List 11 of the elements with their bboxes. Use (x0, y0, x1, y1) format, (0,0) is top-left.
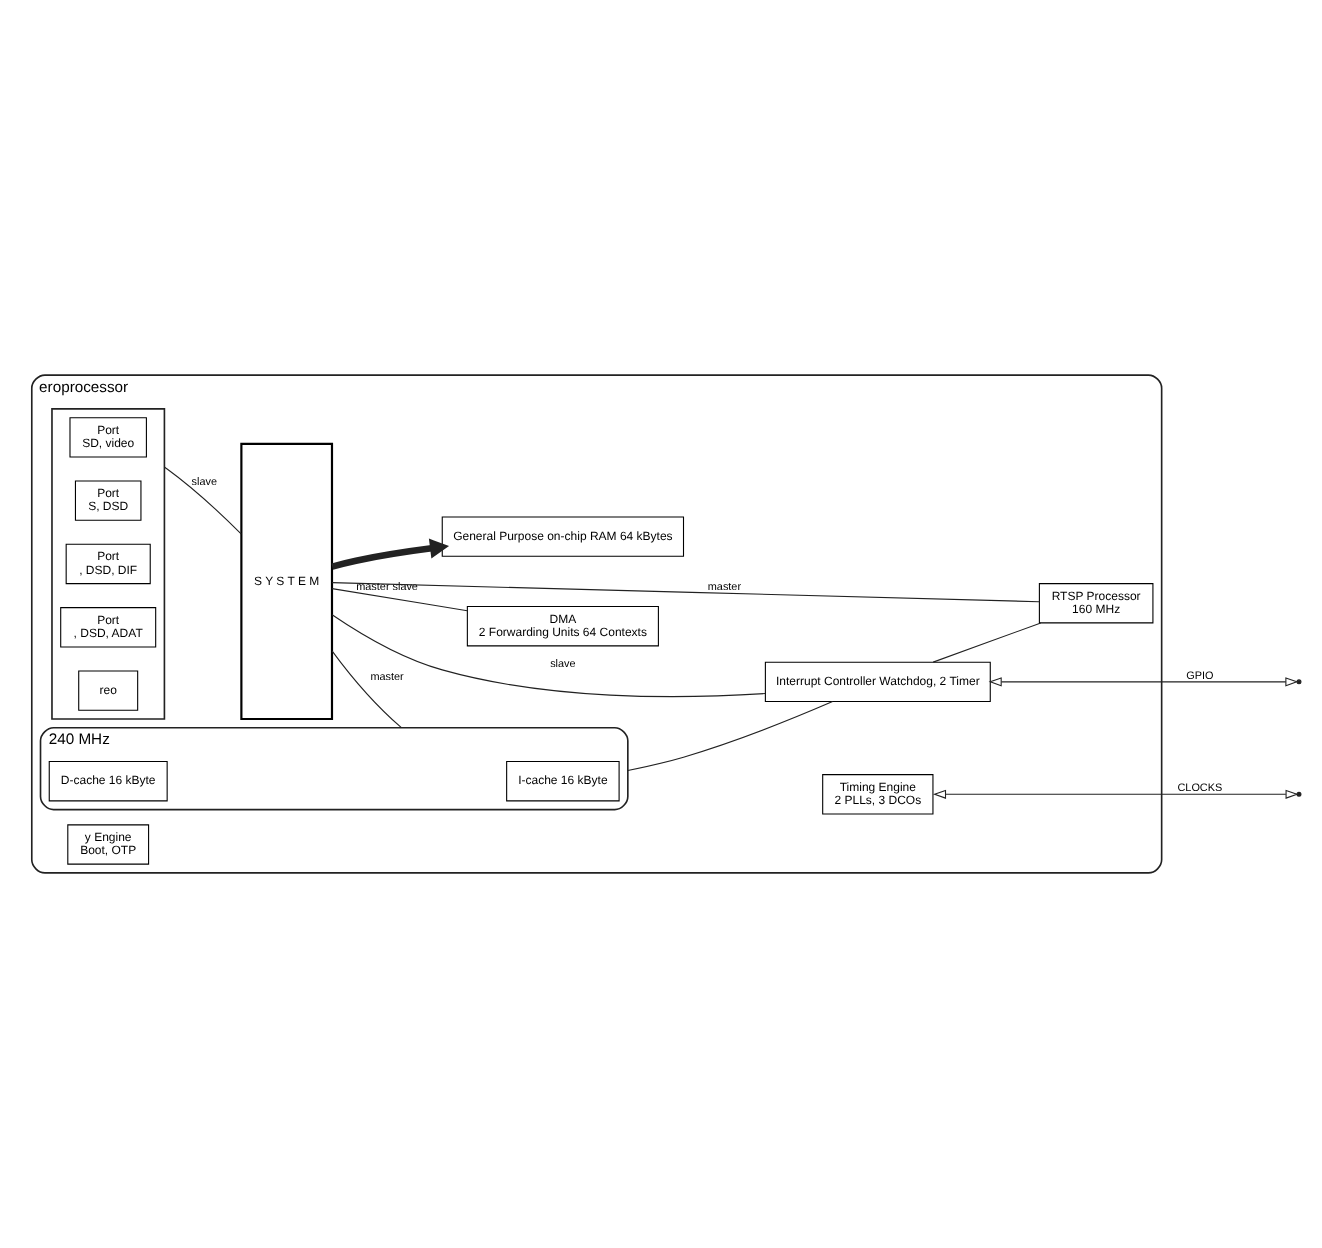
connector (931, 622, 1041, 663)
arrow (987, 677, 1298, 687)
connector (162, 466, 241, 535)
arrow (931, 789, 1298, 799)
arrow (330, 538, 449, 570)
connector (330, 614, 765, 698)
connector (330, 582, 1039, 603)
connector (626, 701, 833, 772)
cluster (50, 408, 165, 720)
connector (330, 588, 467, 612)
connector (330, 650, 401, 729)
